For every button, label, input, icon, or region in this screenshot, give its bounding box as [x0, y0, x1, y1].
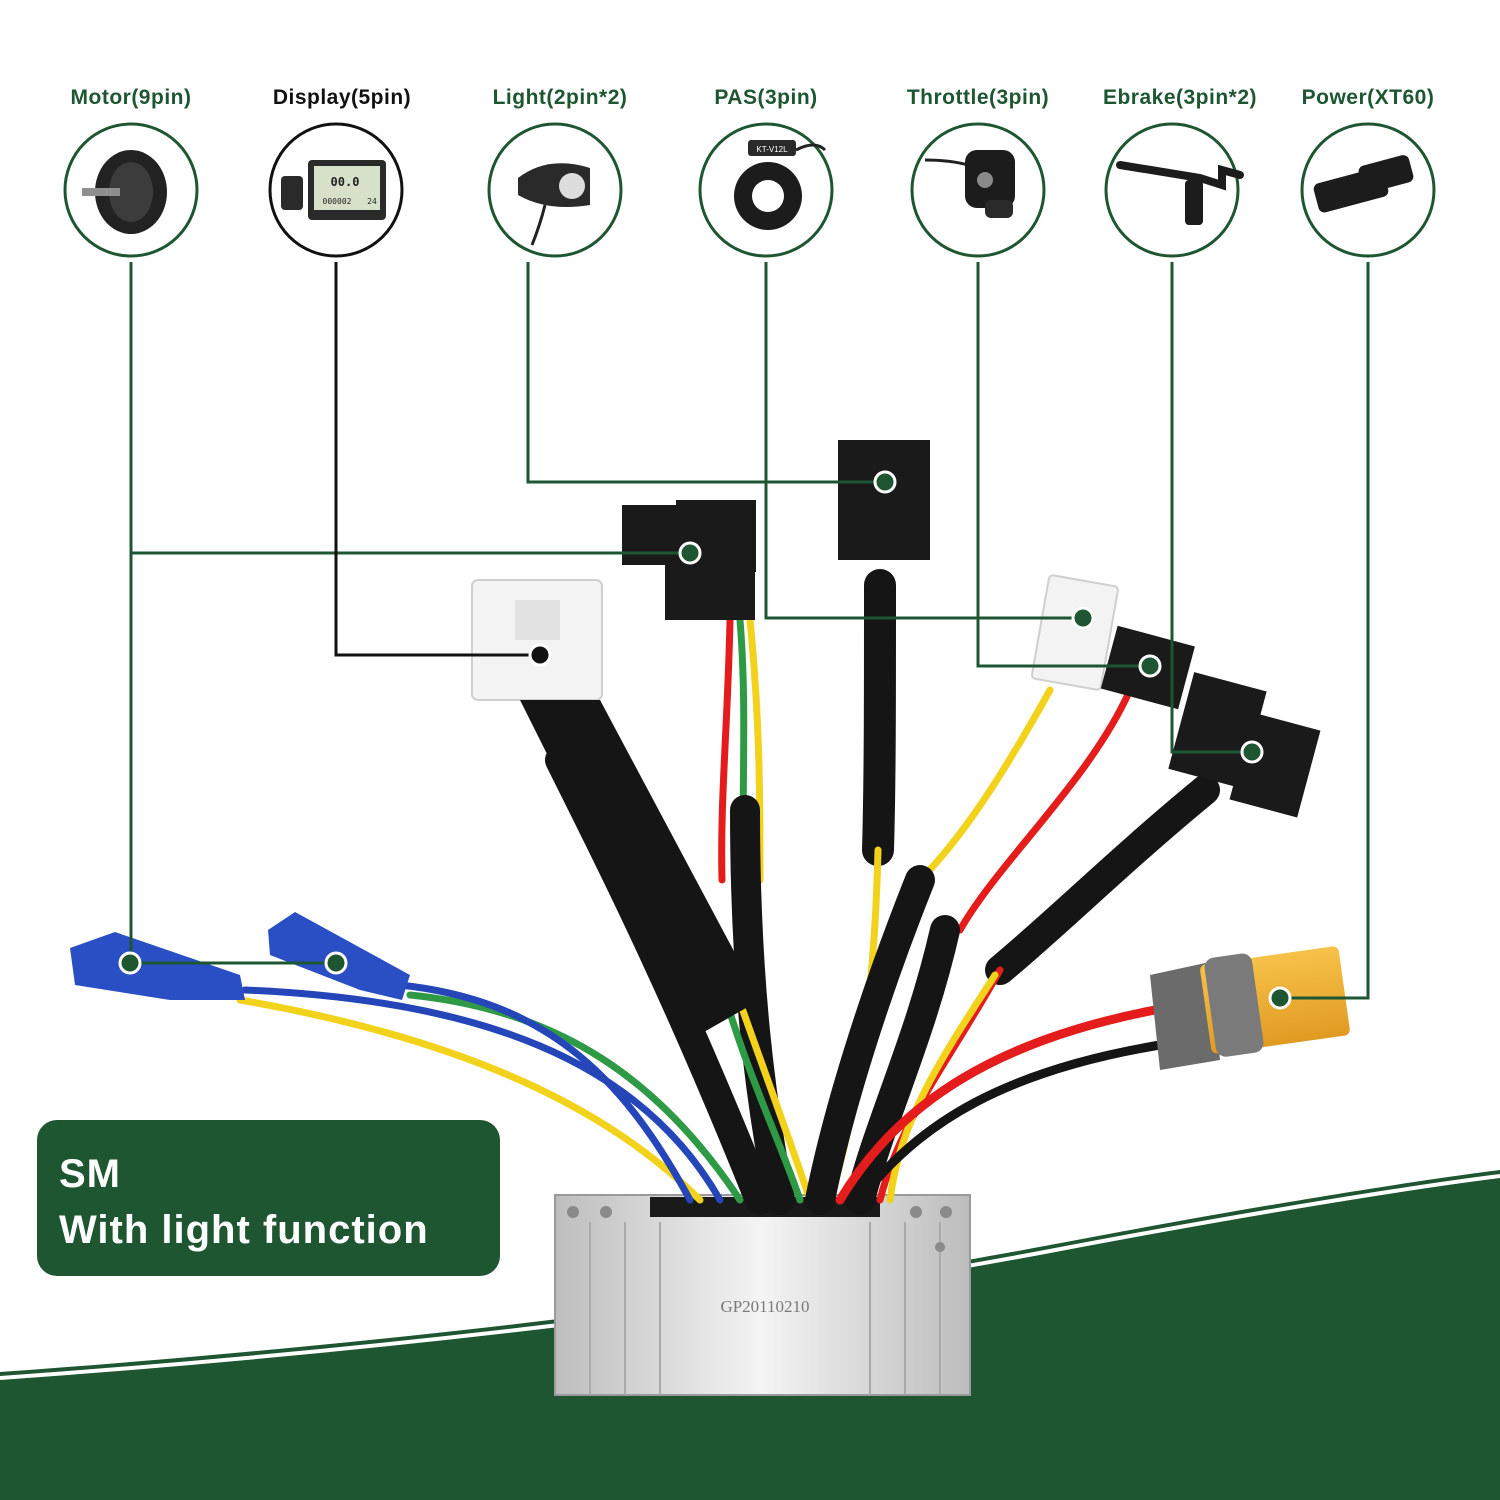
display-connector: [471, 579, 760, 1040]
throttle-connector: [1030, 574, 1119, 691]
battery-plug-icon: [1300, 122, 1436, 258]
motor-dot-1: [118, 951, 142, 975]
throttle-leader: [976, 262, 1150, 668]
motor-dot-3: [678, 541, 702, 565]
power-leader: [1280, 262, 1370, 1000]
motor-leader: [129, 262, 336, 965]
port-label-motor: Motor(9pin): [70, 86, 192, 109]
lcd-display-icon: 00.0 000002 24: [268, 122, 404, 258]
display-speed: 00.0: [331, 175, 360, 189]
port-label-light: Light(2pin*2): [492, 86, 628, 109]
port-label-display: Display(5pin): [272, 86, 412, 109]
hub-motor-icon: [63, 122, 199, 258]
brake-lever-icon: [1104, 122, 1244, 258]
ebrake-leader: [1170, 262, 1252, 754]
leader-dots: [118, 470, 1292, 1010]
component-icons: 00.0 000002 24 KT-V12L: [63, 122, 1436, 258]
controller-box: GP20110210: [554, 1194, 971, 1396]
display-odo: 000002: [323, 197, 352, 206]
headlight-icon: [487, 122, 623, 258]
display-voltage: 24: [367, 197, 377, 206]
motor-dot-2: [324, 951, 348, 975]
model-badge: SM With light function: [37, 1120, 500, 1276]
port-label-throttle: Throttle(3pin): [906, 86, 1050, 109]
throttle-dot: [1138, 654, 1162, 678]
display-leader: [334, 262, 540, 657]
controller-serial: GP20110210: [720, 1297, 809, 1316]
pas-dot: [1071, 606, 1095, 630]
thumb-throttle-icon: [910, 122, 1046, 258]
xt60-connector: [1150, 946, 1350, 1070]
display-dot: [528, 643, 552, 667]
badge-feature: With light function: [59, 1208, 429, 1252]
light-dot: [873, 470, 897, 494]
port-label-pas: PAS(3pin): [714, 86, 818, 109]
port-label-ebrake: Ebrake(3pin*2): [1102, 86, 1258, 109]
pas-model-label: KT-V12L: [756, 145, 788, 154]
port-label-power: Power(XT60): [1301, 86, 1435, 109]
pas-connector: [838, 440, 930, 560]
ebrake-dot: [1240, 740, 1264, 764]
power-dot: [1268, 986, 1292, 1010]
pas-sensor-icon: KT-V12L: [698, 122, 834, 258]
badge-model: SM: [59, 1152, 121, 1196]
light-leader: [526, 262, 885, 484]
